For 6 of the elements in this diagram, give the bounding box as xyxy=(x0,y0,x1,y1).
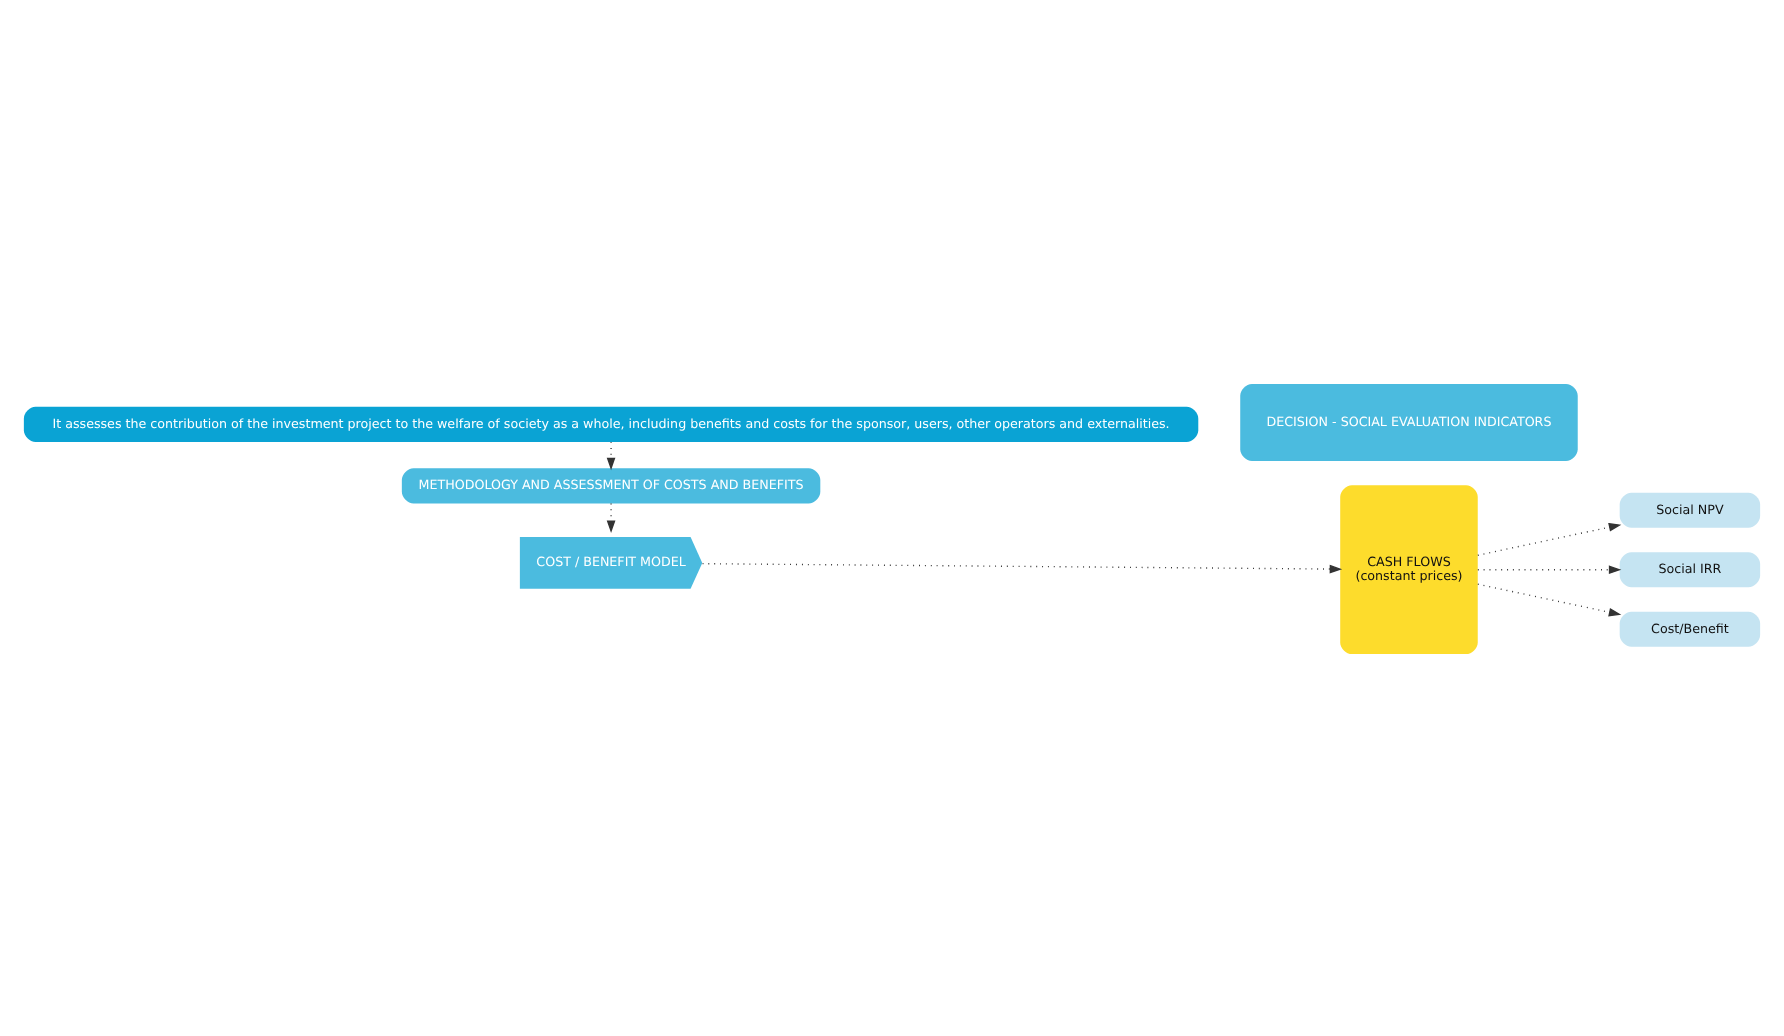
arrow xyxy=(606,501,616,533)
arrow xyxy=(1477,521,1622,555)
arrow xyxy=(1477,564,1622,574)
arrow xyxy=(701,562,1343,573)
arrow xyxy=(1477,582,1622,616)
arrow xyxy=(606,440,616,470)
